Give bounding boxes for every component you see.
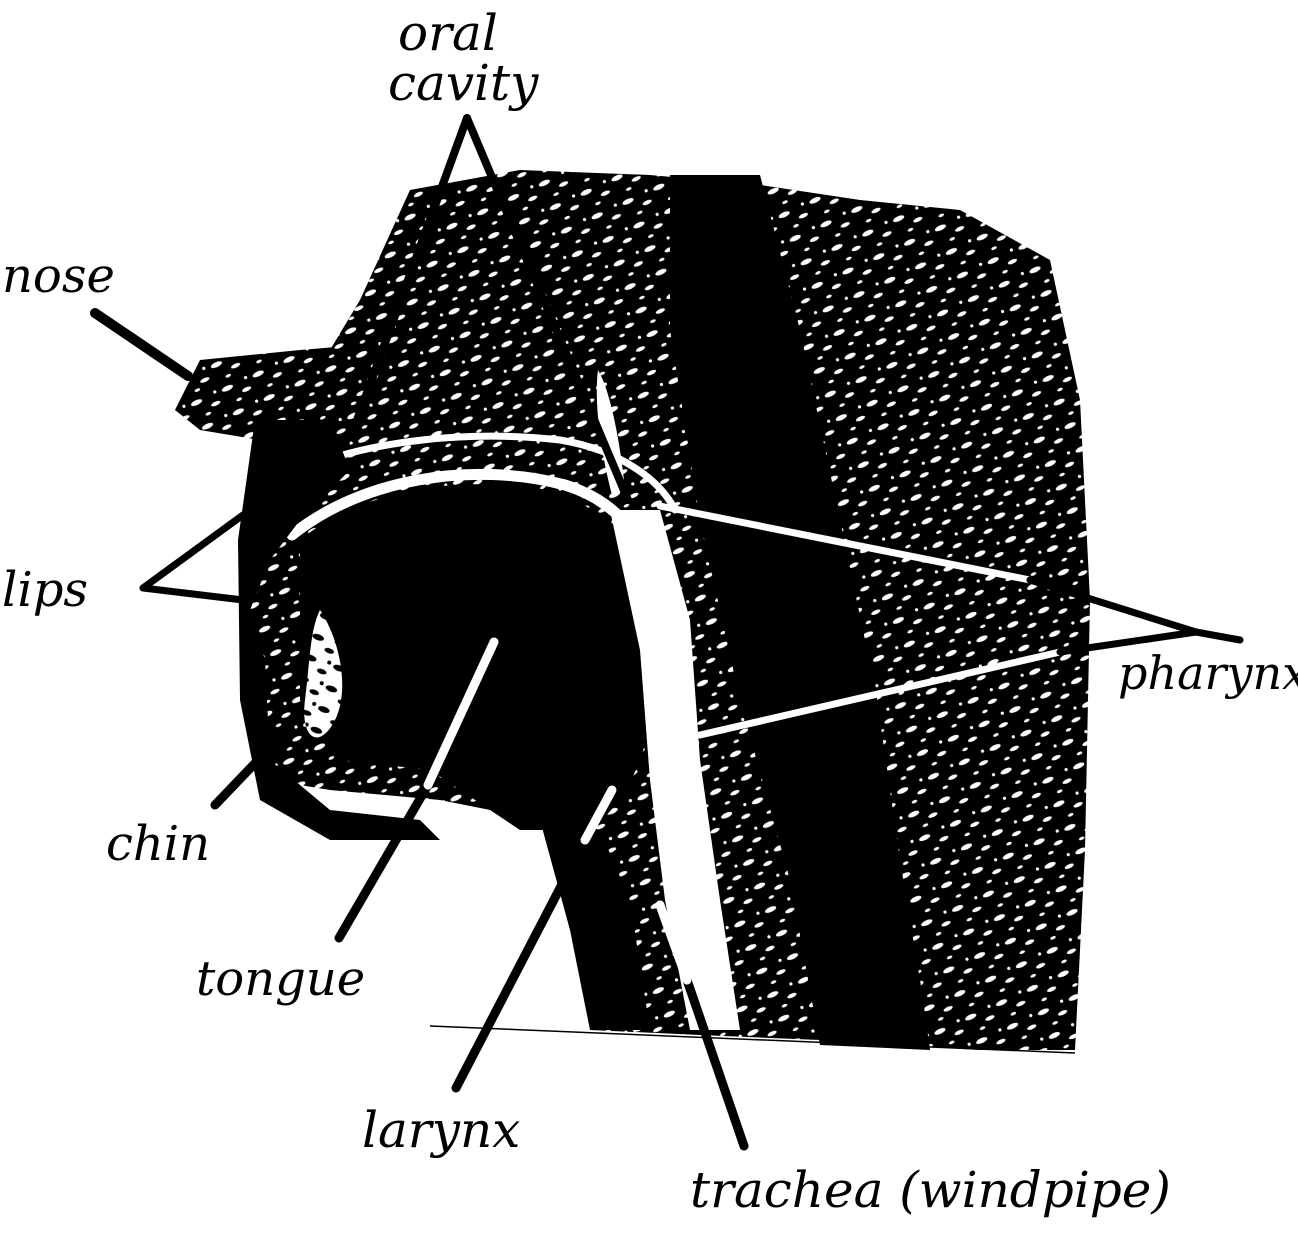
nose-label: nose <box>2 252 115 300</box>
tongue-leader-black <box>339 785 428 938</box>
larynx-label: larynx <box>362 1105 520 1155</box>
pharynx-label: pharynx <box>1118 650 1298 696</box>
nose-leader <box>95 313 188 376</box>
tongue-label: tongue <box>196 955 365 1003</box>
chin-label: chin <box>106 820 210 868</box>
larynx-leader-black <box>456 840 585 1088</box>
oral-cavity-label-line2: cavity <box>388 58 538 108</box>
xray-image <box>175 170 1090 1053</box>
lips-leader-upper <box>143 515 243 588</box>
oral-cavity-label-line1: oral <box>398 8 498 58</box>
lips-leader-lower <box>143 588 243 600</box>
pharynx-leader-tail <box>1196 632 1240 640</box>
lips-label: lips <box>2 566 88 614</box>
trachea-label: trachea (windpipe) <box>690 1165 1171 1215</box>
